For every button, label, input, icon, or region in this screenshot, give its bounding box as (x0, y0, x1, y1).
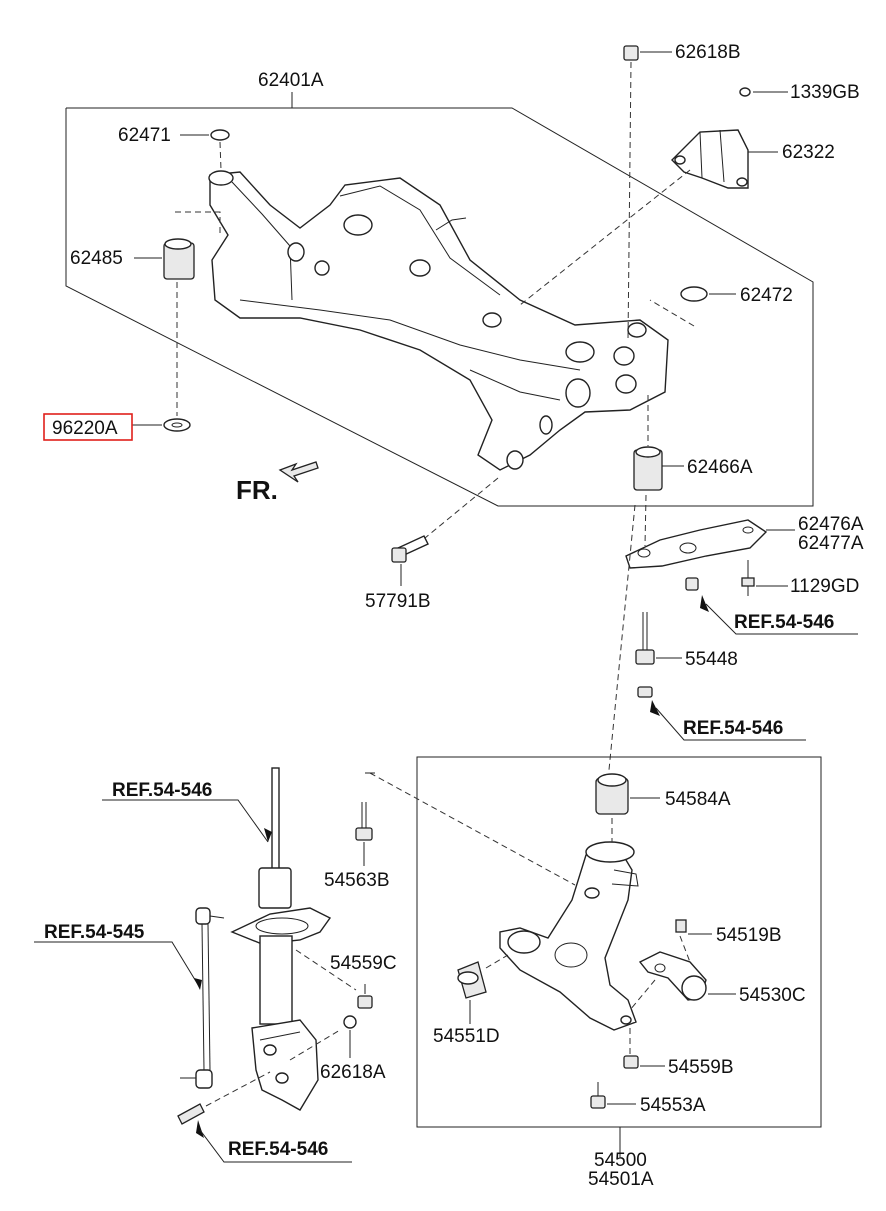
label-nut-strut[interactable]: 62618A (320, 1062, 386, 1083)
label-ball-joint[interactable]: 54530C (739, 985, 806, 1006)
label-ref-strut[interactable]: REF.54-546 (112, 780, 212, 801)
label-bushing-right[interactable]: 62466A (687, 457, 753, 478)
label-stopper-upper-left[interactable]: 62471 (118, 125, 171, 146)
label-subframe-assy[interactable]: 62401A (258, 70, 324, 91)
label-ref-bolt[interactable]: REF.54-546 (683, 718, 783, 739)
label-bolt-long[interactable]: 55448 (685, 649, 738, 670)
label-bushing-arm-g[interactable]: 54584A (665, 789, 731, 810)
stay-drawing (625, 519, 858, 635)
label-nut-top[interactable]: 62618B (675, 42, 741, 63)
label-arm-lh[interactable]: 54500 (594, 1150, 647, 1171)
label-stopper-upper-right[interactable]: 62472 (740, 285, 793, 306)
strut-drawing (230, 767, 373, 1111)
subframe-frame (65, 92, 814, 507)
highlight-box (43, 413, 133, 441)
label-bushing-left[interactable]: 62485 (70, 248, 123, 269)
right-bushing-drawing (633, 286, 736, 547)
left-bushing-drawing (43, 129, 230, 441)
front-arrow (278, 461, 319, 483)
label-arm-rh[interactable]: 54501A (588, 1169, 654, 1190)
label-bolt-subframe[interactable]: 57791B (365, 591, 431, 612)
label-stay-lh[interactable]: 62476A (798, 514, 864, 535)
lower-fasteners-drawing (590, 1028, 665, 1109)
bolt-subframe-drawing (391, 477, 499, 586)
label-nut-arm[interactable]: 54559C (330, 953, 397, 974)
label-bushing-arm-a[interactable]: 54551D (433, 1026, 500, 1047)
ref-leader-lines (34, 799, 621, 1163)
label-ref-stabilizer[interactable]: REF.54-545 (44, 922, 145, 943)
label-ref-stay[interactable]: REF.54-546 (734, 612, 834, 633)
stabilizer-link-drawing (177, 907, 271, 1138)
label-direction: FR. (236, 475, 278, 505)
label-layer: 62401A 62618B 1339GB 62322 62471 62485 9… (44, 42, 864, 1190)
label-bolt-stay[interactable]: 1129GD (790, 576, 859, 597)
lower-arm-frame (416, 756, 822, 1143)
ball-joint-drawing (629, 919, 736, 1011)
nut-top-drawing (623, 45, 672, 341)
label-bolt-strut[interactable]: 54563B (324, 870, 390, 891)
label-stay-rh[interactable]: 62477A (798, 533, 864, 554)
bracket-top-drawing (519, 87, 788, 306)
label-bolt-ball[interactable]: 54519B (716, 925, 782, 946)
label-washer-highlight[interactable]: 96220A (52, 418, 118, 439)
subframe-drawing (208, 170, 669, 471)
label-bolt-arm[interactable]: 54553A (640, 1095, 706, 1116)
bolt-long-drawing (607, 504, 806, 781)
label-nut-ball[interactable]: 54559B (668, 1057, 734, 1078)
label-nut-small[interactable]: 1339GB (790, 82, 860, 103)
lower-arm-drawing (365, 772, 660, 1031)
bolt-strut-drawing (355, 802, 373, 866)
label-ref-knuckle[interactable]: REF.54-546 (228, 1139, 328, 1160)
label-bracket-top[interactable]: 62322 (782, 142, 835, 163)
